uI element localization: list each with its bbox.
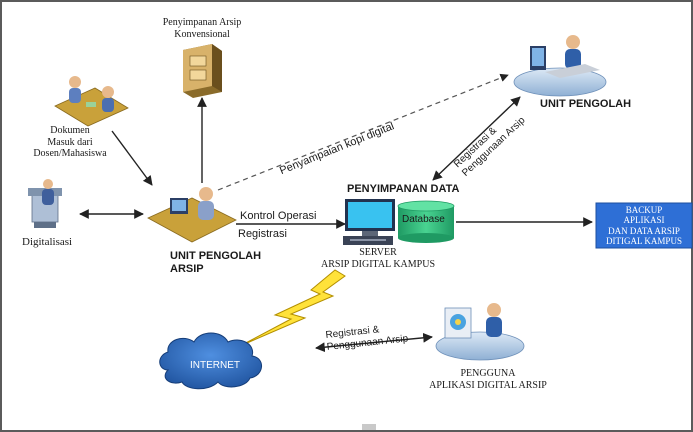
label-backup: BACKUP APLIKASI DAN DATA ARSIP DITIGAL K… <box>606 205 682 247</box>
label-digitalisasi: Digitalisasi <box>22 236 73 248</box>
label-dokumen: Dokumen Masuk dari Dosen/Mahasiswa <box>33 125 107 159</box>
label-storage-conventional: Penyimpanan Arsip Konvensional <box>162 17 242 40</box>
arrow-internet-pengguna <box>315 332 433 353</box>
scanner-operator-icon <box>28 179 62 228</box>
internet-cloud-icon <box>159 332 262 390</box>
bottom-mark <box>362 424 376 430</box>
label-internet: INTERNET <box>190 360 240 371</box>
filing-cabinet-icon <box>183 44 222 98</box>
person-at-computer-icon-unit-pengolah <box>513 35 607 97</box>
database-cylinder-icon <box>397 200 455 243</box>
arrow-docs-to-unit-arsip <box>111 130 153 186</box>
two-people-desk-icon <box>54 76 129 127</box>
label-pengguna: PENGGUNA APLIKASI DIGITAL ARSIP <box>429 368 547 391</box>
person-at-computer-icon-pengguna <box>435 303 525 361</box>
arrow-dashed-kopi-digital <box>217 73 509 191</box>
label-unit-pengolah-arsip: UNIT PENGOLAH ARSIP <box>170 250 262 275</box>
label-server: SERVER ARSIP DIGITAL KAMPUS <box>320 247 436 270</box>
backup-box <box>595 202 693 249</box>
server-computer-icon <box>343 199 395 245</box>
lightning-bolt-icon <box>239 269 346 347</box>
arrow-server-unit-pengolah <box>432 96 521 181</box>
label-penyimpanan-data: PENYIMPANAN DATA <box>347 183 460 195</box>
label-unit-pengolah: UNIT PENGOLAH <box>540 98 632 110</box>
label-registrasi-server: Registrasi <box>238 228 287 240</box>
label-kontrol-operasi: Kontrol Operasi <box>240 210 317 222</box>
person-at-computer-icon-arsip <box>147 187 237 243</box>
label-database: Database <box>402 214 445 225</box>
